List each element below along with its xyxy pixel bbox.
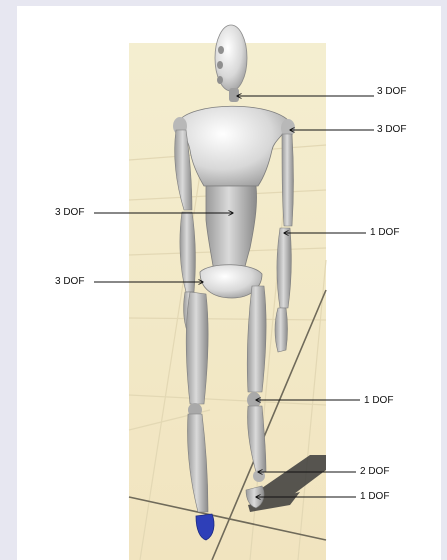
dof-label-torso: 3 DOF [55,207,84,219]
eye-dot [218,46,224,54]
hand [275,308,288,352]
dof-label-shoulder: 3 DOF [377,124,406,136]
forearm [277,228,291,308]
thigh [247,286,266,392]
upper-arm [282,134,294,226]
eye-dot [217,61,223,69]
dof-label-knee: 1 DOF [364,395,393,407]
thigh [186,292,208,404]
eye-dot [217,76,223,84]
dof-label-ankle: 2 DOF [360,466,389,478]
dof-label-neck: 3 DOF [377,86,406,98]
dof-label-hip: 3 DOF [55,276,84,288]
dof-label-toe: 1 DOF [360,491,389,503]
dof-label-elbow: 1 DOF [370,227,399,239]
neck [229,88,239,102]
